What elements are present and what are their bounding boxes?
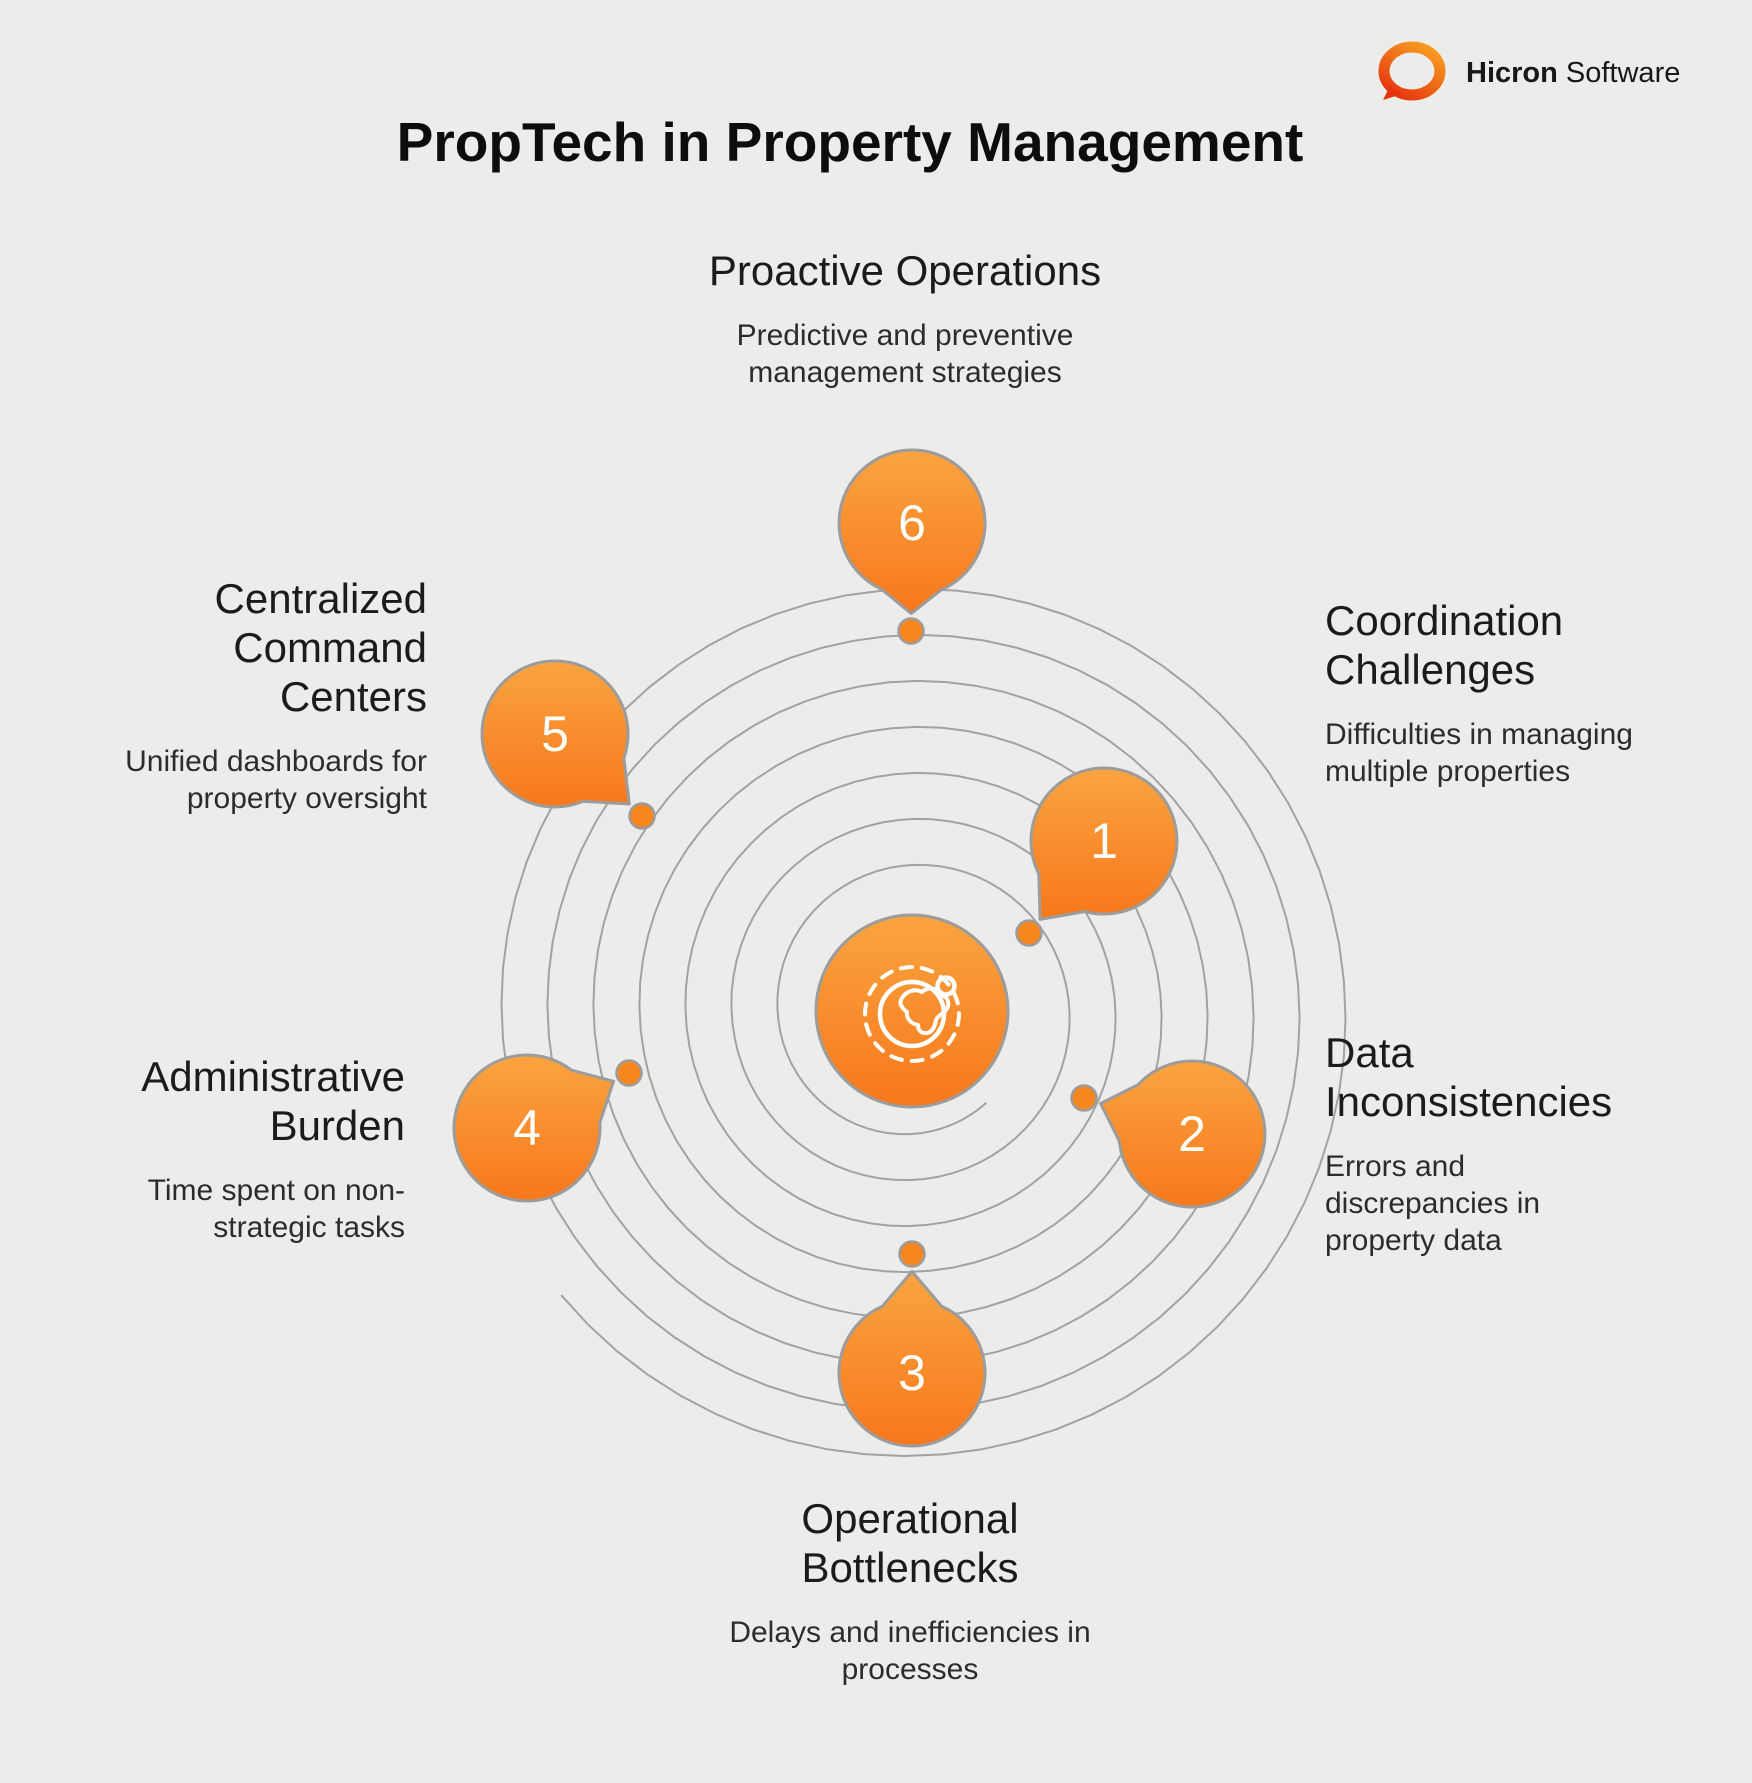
center-globe <box>814 913 1010 1109</box>
orbit-dot-6 <box>897 617 925 645</box>
bubble-shape-6 <box>837 448 987 615</box>
orbit-spiral <box>500 587 1347 1458</box>
item-2-desc: Errors and discrepancies in property dat… <box>1325 1150 1541 1257</box>
item-3-text: Operational Bottlenecks Delays and ineff… <box>535 1494 1285 1688</box>
item-3-label: Operational Bottlenecks <box>801 1495 1019 1591</box>
orbit-dot-3 <box>898 1240 926 1268</box>
item-5-label: Centralized Command Centers <box>214 575 427 720</box>
page-title: PropTech in Property Management <box>396 111 1304 173</box>
item-6-desc: Predictive and preventive management str… <box>736 319 1074 389</box>
orbit-dot-4 <box>615 1059 643 1087</box>
bubble-5: 5 <box>480 659 631 809</box>
bubble-number-3: 3 <box>898 1345 926 1401</box>
item-1-label: Coordination Challenges <box>1325 597 1564 693</box>
item-3-desc: Delays and inefficiencies in processes <box>729 1616 1091 1686</box>
logo-text: Hicron Software <box>1466 57 1680 90</box>
logo: Hicron Software <box>1374 40 1680 106</box>
bubble-2: 2 <box>1099 1059 1267 1209</box>
item-4-text: Administrative Burden Time spent on non-… <box>55 1052 405 1246</box>
item-1-desc: Difficulties in managing multiple proper… <box>1325 718 1633 788</box>
item-4-label: Administrative Burden <box>141 1053 405 1149</box>
orbit-dot-5 <box>628 802 656 830</box>
bubble-shape-1 <box>1029 766 1179 921</box>
bubble-1: 1 <box>1029 766 1179 921</box>
bubble-shape-2 <box>1099 1059 1267 1209</box>
orbit-dot-2 <box>1070 1084 1098 1112</box>
item-5-desc: Unified dashboards for property oversigh… <box>125 745 427 815</box>
item-4-desc: Time spent on non- strategic tasks <box>147 1174 405 1244</box>
item-6-text: Proactive Operations Predictive and prev… <box>530 246 1280 391</box>
bubble-3: 3 <box>837 1270 987 1448</box>
orbit-dots <box>615 617 1098 1268</box>
numbered-bubbles: 1 2 3 4 5 6 <box>452 448 1267 1448</box>
bubble-shape-4 <box>452 1053 616 1203</box>
item-5-text: Centralized Command Centers Unified dash… <box>77 574 427 817</box>
orbit-dot-1 <box>1015 919 1043 947</box>
bubble-number-6: 6 <box>898 495 926 551</box>
globe-orbit-icon <box>863 965 961 1063</box>
item-6-label: Proactive Operations <box>708 247 1102 294</box>
bubble-4: 4 <box>452 1053 616 1203</box>
item-1-text: Coordination Challenges Difficulties in … <box>1325 596 1705 790</box>
spiral-path <box>500 587 1347 1458</box>
item-2-text: Data Inconsistencies Errors and discrepa… <box>1325 1028 1705 1259</box>
speech-bubble-ring-icon <box>1378 41 1446 101</box>
bubble-number-2: 2 <box>1178 1106 1206 1162</box>
bubble-number-4: 4 <box>513 1100 541 1156</box>
bubble-shape-5 <box>480 659 631 809</box>
bubble-number-5: 5 <box>541 706 569 762</box>
logo-brand-regular: Software <box>1565 56 1681 89</box>
bubble-6: 6 <box>837 448 987 615</box>
bubble-shape-3 <box>837 1270 987 1448</box>
logo-brand-bold: Hicron <box>1466 56 1558 89</box>
bubble-number-1: 1 <box>1090 813 1118 869</box>
item-2-label: Data Inconsistencies <box>1325 1029 1613 1125</box>
